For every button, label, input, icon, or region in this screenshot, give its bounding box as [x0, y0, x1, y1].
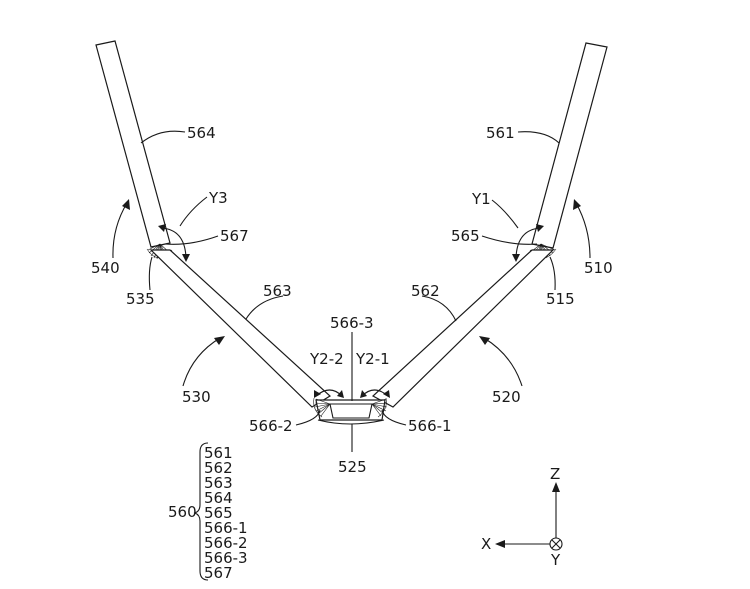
label-562: 562	[411, 282, 440, 300]
z-axis-arrow-icon	[552, 482, 560, 492]
group-item: 566-1	[204, 519, 248, 537]
axis-label-x: X	[481, 535, 491, 553]
right-middle-panel	[371, 249, 555, 408]
group-label-560: 560	[168, 503, 197, 521]
label-566-2: 566-2	[249, 417, 293, 435]
y-axis-into-page-icon	[549, 537, 563, 551]
center-base	[313, 397, 388, 425]
hinge-566-1-hatch	[371, 397, 388, 418]
label-540: 540	[91, 259, 120, 277]
left-middle-panel	[149, 249, 331, 408]
axis-label-z: Z	[550, 465, 560, 483]
group-item: 564	[204, 489, 233, 507]
group-item: 566-3	[204, 549, 248, 567]
label-y2-1: Y2-1	[355, 350, 390, 368]
axis-label-y: Y	[550, 551, 561, 569]
angle-arcs	[158, 224, 544, 398]
label-567: 567	[220, 227, 249, 245]
group-item: 565	[204, 504, 233, 522]
group-brace	[193, 442, 209, 581]
leader-lines	[140, 130, 560, 452]
label-566-3: 566-3	[330, 314, 374, 332]
direction-arrows	[112, 199, 591, 387]
group-item: 561	[204, 444, 233, 462]
label-y1: Y1	[471, 190, 491, 208]
hinge-566-2-hatch	[313, 397, 331, 418]
label-520: 520	[492, 388, 521, 406]
group-legend-560: 560 561 562 563 564 565 566-1 566-2 566-…	[168, 442, 248, 582]
group-item: 562	[204, 459, 233, 477]
label-565: 565	[451, 227, 480, 245]
label-y3: Y3	[208, 189, 228, 207]
label-y2-2: Y2-2	[309, 350, 344, 368]
group-item: 567	[204, 564, 233, 582]
label-563: 563	[263, 282, 292, 300]
label-564: 564	[187, 124, 216, 142]
label-510: 510	[584, 259, 613, 277]
group-item: 566-2	[204, 534, 248, 552]
x-axis-arrow-icon	[495, 540, 505, 548]
label-515: 515	[546, 290, 575, 308]
group-item: 563	[204, 474, 233, 492]
left-outer-panel	[95, 40, 173, 260]
coordinate-axes: Z X Y	[481, 465, 563, 569]
label-535: 535	[126, 290, 155, 308]
label-530: 530	[182, 388, 211, 406]
label-525: 525	[338, 458, 367, 476]
reference-labels: 564 561 Y3 Y1 567 565 540 510 535 515 56…	[91, 124, 613, 476]
label-561: 561	[486, 124, 515, 142]
label-566-1: 566-1	[408, 417, 452, 435]
